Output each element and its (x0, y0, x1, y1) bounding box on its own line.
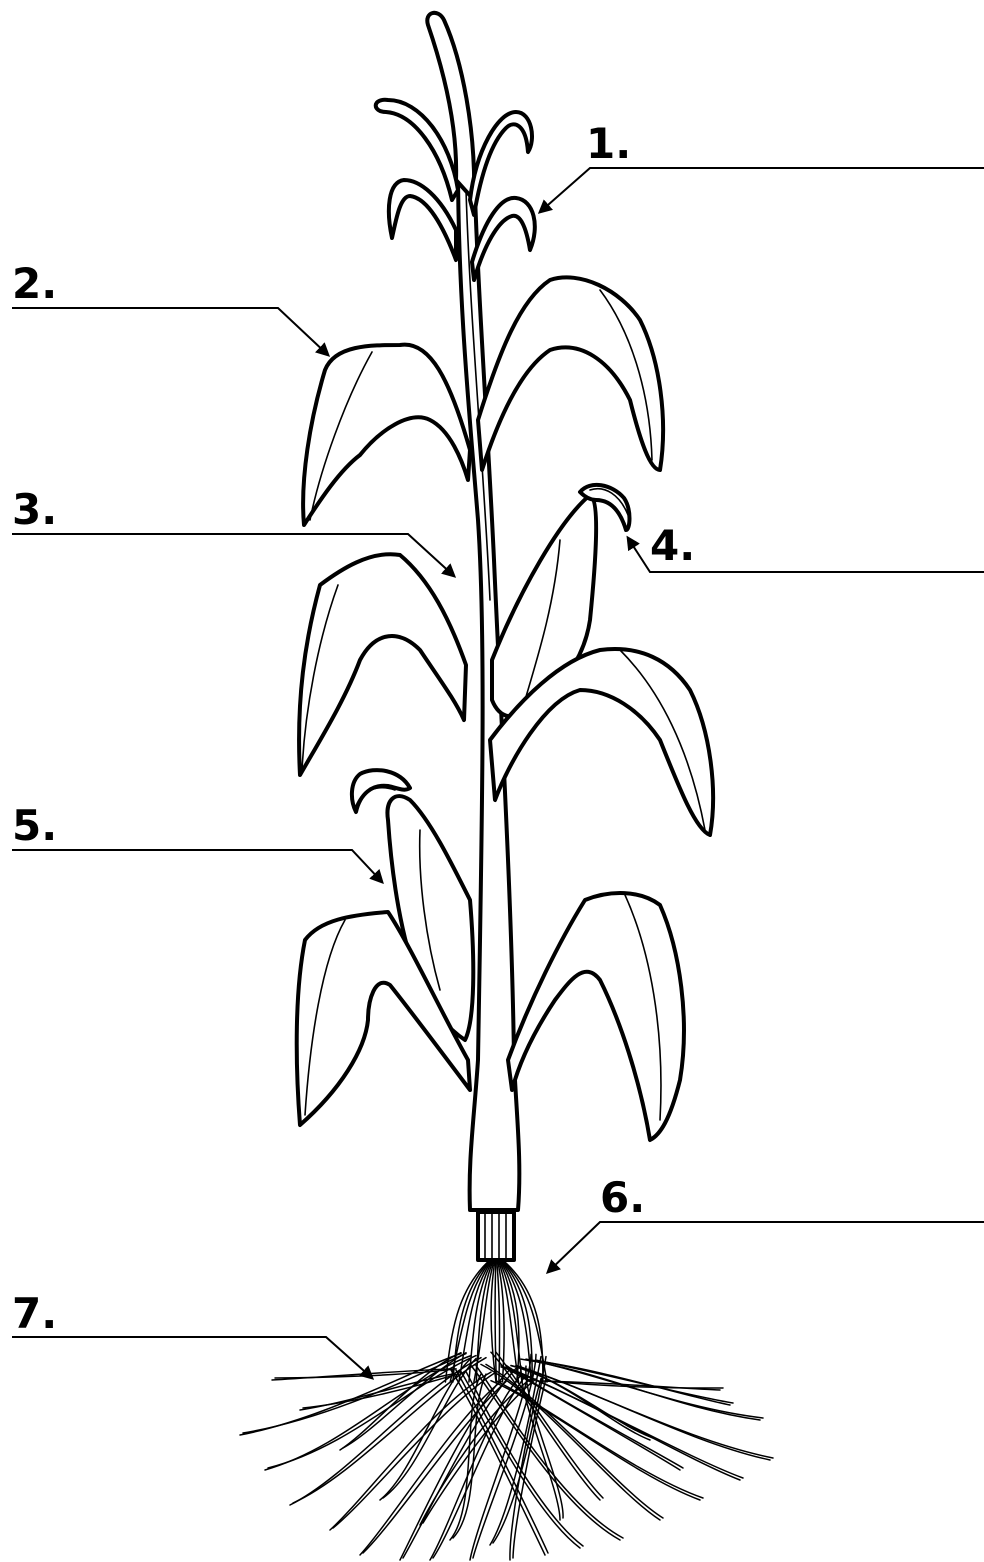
root-strand (526, 1359, 763, 1418)
label-6: 6. (600, 1173, 645, 1222)
tassel (376, 13, 535, 280)
label-5: 5. (12, 801, 57, 850)
label-3: 3. (12, 485, 57, 534)
leader-line-1 (540, 168, 984, 212)
label-2: 2. (12, 259, 57, 308)
label-1: 1. (586, 119, 631, 168)
root-strand (420, 1379, 531, 1525)
label-7: 7. (12, 1289, 57, 1338)
root-strand (495, 1262, 496, 1382)
leader-line-5 (12, 850, 382, 882)
leader-line-7 (12, 1337, 372, 1378)
leader-line-6 (548, 1222, 984, 1272)
root-system (240, 1262, 773, 1560)
root-strand (516, 1366, 773, 1458)
leader-line-2 (12, 308, 328, 355)
label-4: 4. (650, 521, 695, 570)
root-strand (497, 1262, 500, 1382)
root-strand (513, 1379, 546, 1558)
